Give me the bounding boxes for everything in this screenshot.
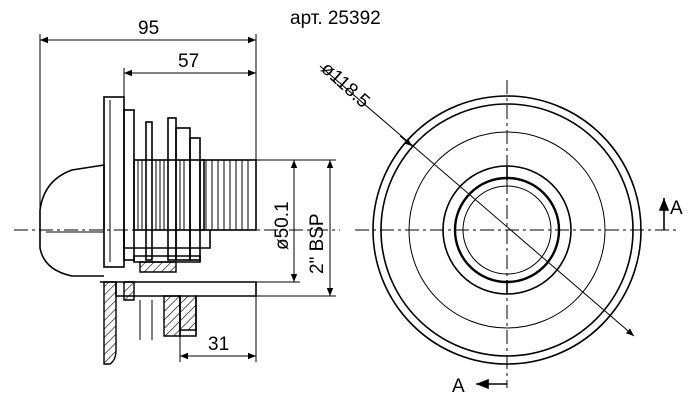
bsp-thread (199, 159, 257, 231)
dim-outer-diameter (319, 65, 635, 337)
front-view: ø118.5 A A (317, 58, 683, 397)
lock-ring-2 (167, 117, 177, 261)
thread-lines (137, 160, 185, 230)
section-marker-top: A (670, 198, 683, 219)
threaded-body (133, 159, 205, 231)
dome-lower (39, 230, 104, 277)
flange-depth-label: 31 (208, 334, 229, 355)
hatched-face (103, 281, 117, 365)
outer-diameter-label: ø118.5 (317, 58, 374, 112)
article-number: арт. 25392 (290, 8, 381, 29)
body-length-label: 57 (178, 51, 199, 72)
overall-length-label: 95 (138, 18, 159, 39)
face-plate (103, 96, 125, 268)
section-marker-bottom: A (452, 376, 465, 397)
outer-ring (372, 95, 642, 365)
lock-ring-1 (145, 121, 153, 261)
mid-ring (408, 131, 606, 329)
thread-diameter-label: ø50.1 (272, 201, 293, 250)
thread-spec-label: 2" BSP (307, 213, 328, 274)
dome-upper (39, 164, 105, 230)
side-view: 95 57 ø50.1 2" BSP 31 (14, 18, 340, 365)
lock-nut (175, 127, 191, 261)
